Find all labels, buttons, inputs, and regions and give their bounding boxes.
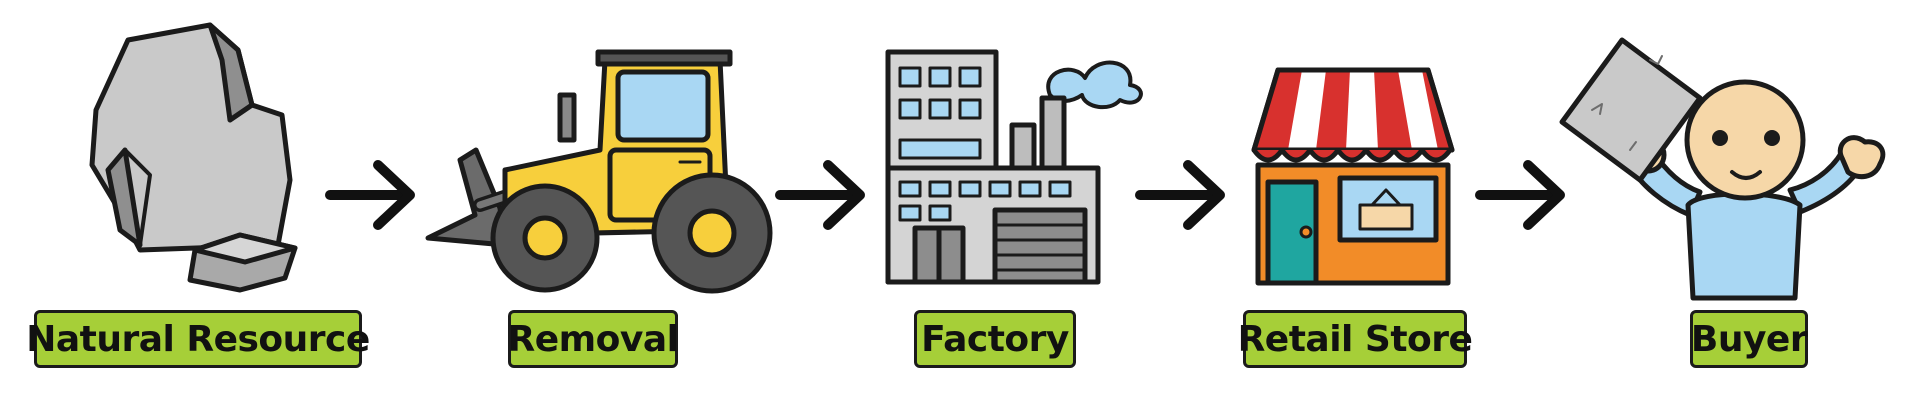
store-icon bbox=[1251, 67, 1455, 286]
rock-icon bbox=[89, 22, 298, 293]
buyer-icon bbox=[1559, 37, 1886, 301]
factory-icon bbox=[885, 49, 1143, 285]
label-factory: Factory bbox=[914, 310, 1076, 368]
label-natural-resource: Natural Resource bbox=[26, 310, 370, 368]
label-buyer: Buyer bbox=[1690, 310, 1808, 368]
label-retail-store: Retail Store bbox=[1238, 310, 1473, 368]
bulldozer-icon bbox=[425, 49, 773, 294]
arrow-icon bbox=[1135, 160, 1225, 230]
arrow-icon bbox=[325, 160, 415, 230]
arrow-icon bbox=[1475, 160, 1565, 230]
arrow-icon bbox=[775, 160, 865, 230]
label-removal: Removal bbox=[508, 310, 679, 368]
